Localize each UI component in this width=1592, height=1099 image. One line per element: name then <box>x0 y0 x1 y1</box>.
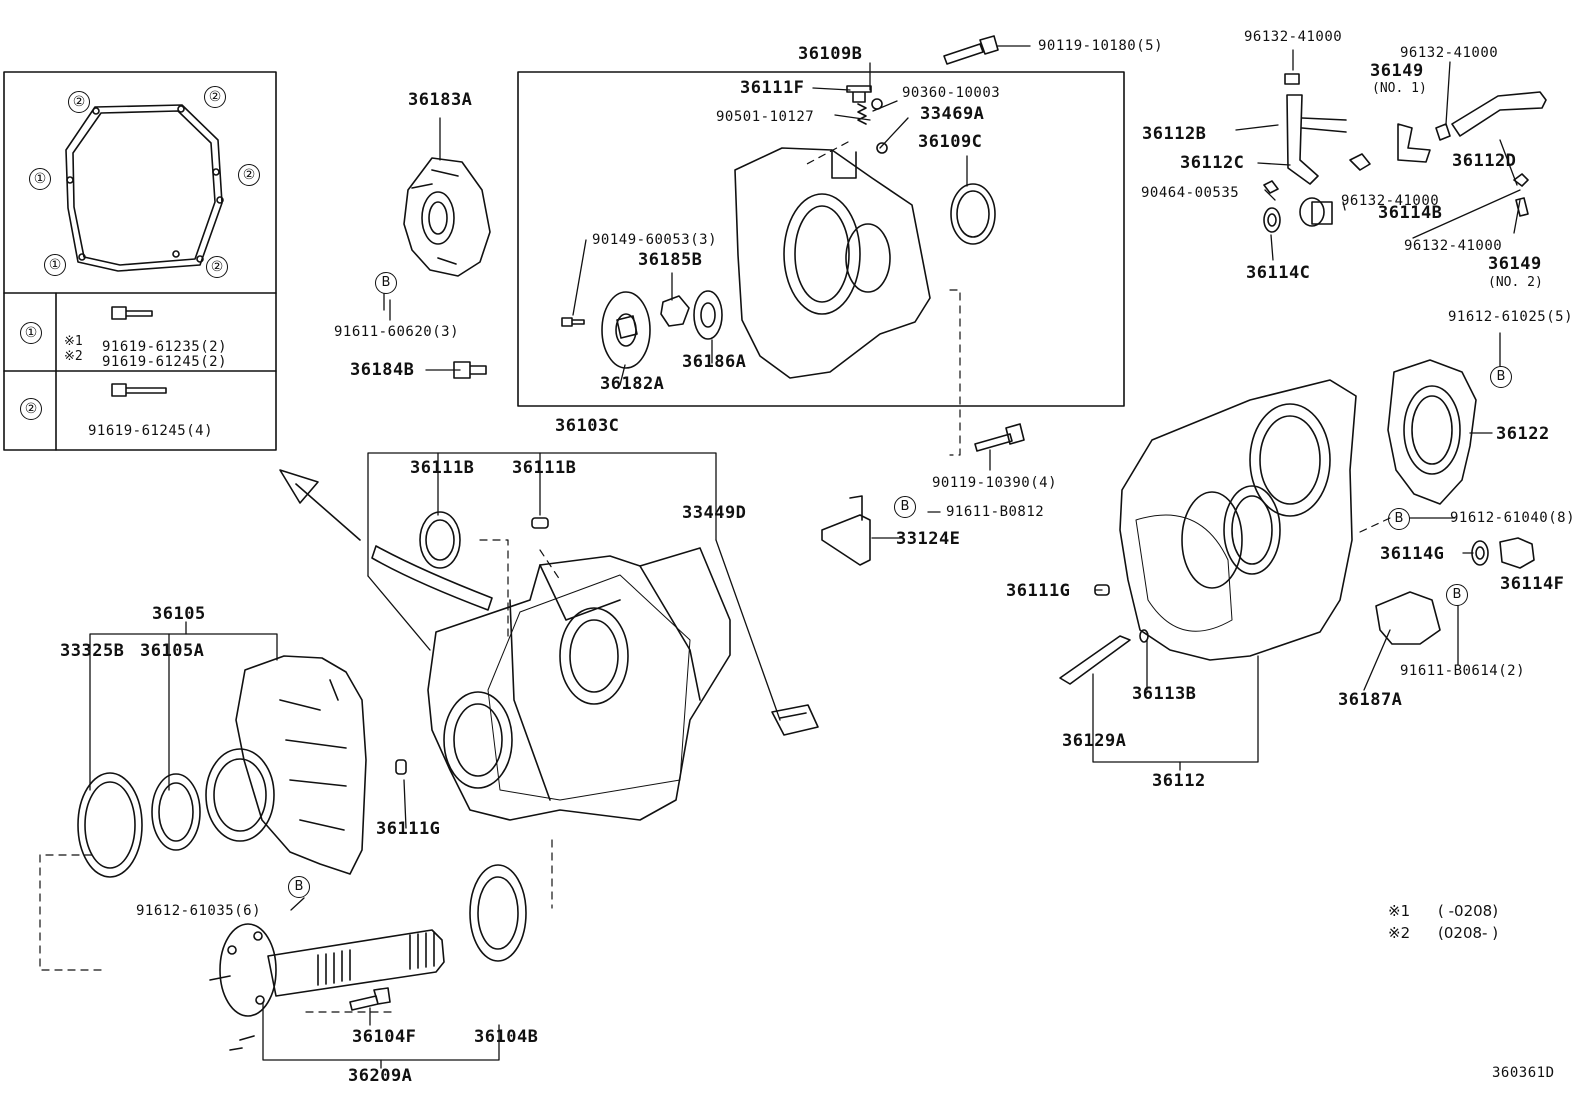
part-label: 90501-10127 <box>716 109 815 125</box>
part-label: 36112C <box>1180 153 1245 173</box>
part-label: 96132-41000 <box>1404 238 1503 254</box>
callout-2-marker: ② <box>68 91 90 113</box>
part-label: 90149-60053(3) <box>592 232 718 248</box>
part-label: 36114F <box>1500 574 1565 594</box>
part-label: 36111G <box>376 819 441 839</box>
part-sketches <box>77 35 1547 1051</box>
part-label: 36114G <box>1380 544 1445 564</box>
footnote-2-mark: ※2 <box>1388 924 1411 942</box>
legend-row1-marker: ① <box>20 322 42 344</box>
part-label: 91612-61025(5) <box>1448 309 1574 325</box>
part-label: 36105A <box>140 641 205 661</box>
leader-lines <box>89 45 1521 1069</box>
part-label: 36122 <box>1496 424 1550 444</box>
legend-pointer-arrow <box>279 469 361 541</box>
part-label: 90464-00535 <box>1141 185 1240 201</box>
footnote-1-mark: ※1 <box>1388 902 1411 920</box>
part-label: 36113B <box>1132 684 1197 704</box>
legend-row1-part2: 91619-61245(2) <box>102 354 228 370</box>
part-label: 36129A <box>1062 731 1127 751</box>
legend-box <box>3 71 277 451</box>
upper-assembly-box <box>517 71 1125 407</box>
part-label: 96132-41000 <box>1341 193 1440 209</box>
part-label: 36185B <box>638 250 703 270</box>
part-label: 36114C <box>1246 263 1311 283</box>
part-label: 36186A <box>682 352 747 372</box>
legend-row2-part: 91619-61245(4) <box>88 423 214 439</box>
part-label: 36149 <box>1370 61 1424 81</box>
part-label: 36112 <box>1152 771 1206 791</box>
part-label: 33449D <box>682 503 747 523</box>
legend-row1-part1: 91619-61235(2) <box>102 339 228 355</box>
part-label: 36187A <box>1338 690 1403 710</box>
part-label: 33124E <box>896 529 961 549</box>
part-label: 91611-60620(3) <box>334 324 460 340</box>
part-label: 36149 <box>1488 254 1542 274</box>
part-label: 33325B <box>60 641 125 661</box>
part-label: 36183A <box>408 90 473 110</box>
part-label: 96132-41000 <box>1400 45 1499 61</box>
ref-b-marker: B <box>1490 366 1512 388</box>
part-label: (NO. 2) <box>1488 275 1543 290</box>
part-label: 36104B <box>474 1027 539 1047</box>
part-label: 91611-B0614(2) <box>1400 663 1526 679</box>
callout-2-marker: ② <box>204 86 226 108</box>
legend-row1-mark1: ※1 <box>64 334 83 349</box>
part-label: (NO. 1) <box>1372 81 1427 96</box>
callout-2-marker: ② <box>238 164 260 186</box>
callout-1-marker: ① <box>44 254 66 276</box>
part-label: 90119-10180(5) <box>1038 38 1164 54</box>
part-label: 36104F <box>352 1027 417 1047</box>
ref-b-marker: B <box>1388 508 1410 530</box>
diagram-id: 360361D <box>1492 1065 1555 1081</box>
part-label: 36109C <box>918 132 983 152</box>
part-label: 36112B <box>1142 124 1207 144</box>
callout-2-marker: ② <box>206 256 228 278</box>
legend-row1-mark2: ※2 <box>64 349 83 364</box>
part-label: 36111G <box>1006 581 1071 601</box>
part-label: 91612-61035(6) <box>136 903 262 919</box>
part-label: 36111B <box>410 458 475 478</box>
legend-row2-marker: ② <box>20 398 42 420</box>
ref-b-marker: B <box>375 272 397 294</box>
footnote-2-range: (0208- ) <box>1438 924 1499 942</box>
part-label: 36105 <box>152 604 206 624</box>
part-label: 36103C <box>555 416 620 436</box>
part-label: 36111F <box>740 78 805 98</box>
part-label: 36111B <box>512 458 577 478</box>
part-label: 36112D <box>1452 151 1517 171</box>
part-label: 36182A <box>600 374 665 394</box>
callout-1-marker: ① <box>29 168 51 190</box>
part-label: 91611-B0812 <box>946 504 1045 520</box>
ref-b-marker: B <box>894 496 916 518</box>
part-label: 91612-61040(8) <box>1450 510 1576 526</box>
part-label: 90119-10390(4) <box>932 475 1058 491</box>
part-label: 90360-10003 <box>902 85 1001 101</box>
part-label: 36209A <box>348 1066 413 1086</box>
ref-b-marker: B <box>1446 584 1468 606</box>
ref-b-marker: B <box>288 876 310 898</box>
part-label: 36109B <box>798 44 863 64</box>
part-label: 36184B <box>350 360 415 380</box>
part-label: 96132-41000 <box>1244 29 1343 45</box>
part-label: 33469A <box>920 104 985 124</box>
dashed-guides <box>39 141 1391 1013</box>
footnote-1-range: ( -0208) <box>1438 902 1499 920</box>
part-label: 36114B <box>1378 203 1443 223</box>
